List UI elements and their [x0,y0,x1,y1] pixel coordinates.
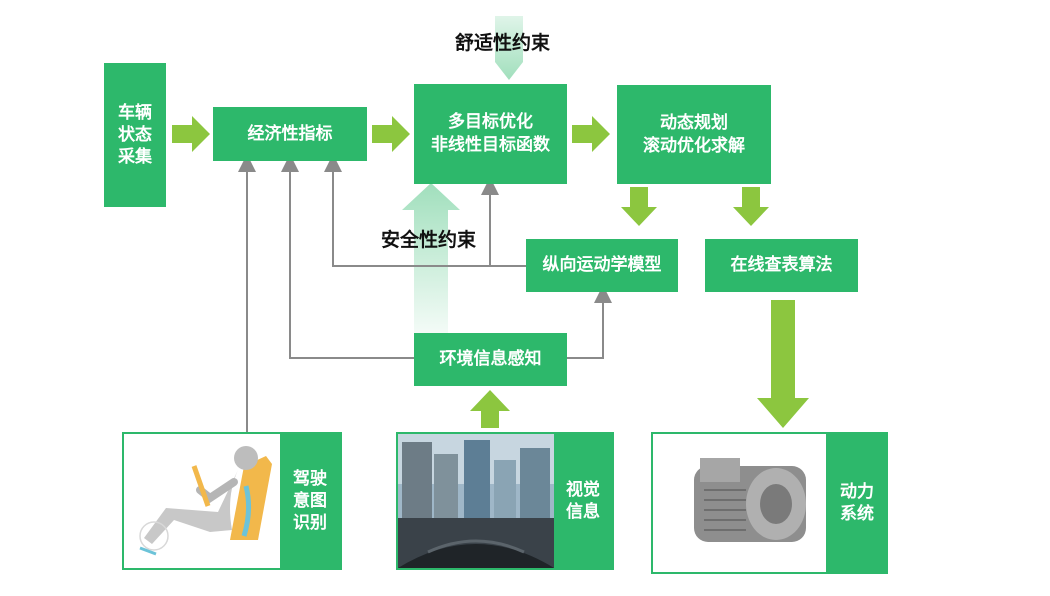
longitudinal-model-box: 纵向运动学模型 [526,239,678,292]
arrow-economy-to-optimization [372,116,410,152]
optimization-line1: 多目标优化 [448,112,533,133]
connector-environment-to-longitudinal [567,285,612,359]
vehicle-state-line3: 采集 [118,147,152,168]
safety-constraint-arrow [402,183,460,335]
connector-longitudinal-to-optimization [481,177,526,267]
connector-longitudinal-to-economy [324,154,526,267]
driver-intent-line2: 意图 [293,490,327,511]
driver-intent-label: 驾驶 意图 识别 [280,434,340,568]
powertrain-line2: 系统 [840,504,874,524]
vision-info-line1: 视觉 [566,479,600,500]
comfort-constraint-label: 舒适性约束 [455,32,551,54]
vision-info-line2: 信息 [566,502,600,522]
safety-constraint-label: 安全性约束 [381,229,477,251]
optimization-box: 多目标优化 非线性目标函数 [414,84,567,184]
vehicle-state-line1: 车辆 [118,102,152,123]
arrow-vehicle-to-economy [172,116,210,152]
dynamic-programming-box: 动态规划 滚动优化求解 [617,85,771,184]
street-view-photo [398,434,554,568]
dp-line2: 滚动优化求解 [643,135,745,156]
arrow-optimization-to-dp [572,116,610,152]
driver-intent-line1: 驾驶 [293,468,327,489]
driver-intent-line3: 识别 [293,513,327,534]
arrow-dp-to-lookup [733,187,769,226]
powertrain-line1: 动力 [840,481,874,502]
electric-motor-illustration [680,440,820,566]
dp-line1: 动态规划 [660,112,728,133]
arrow-lookup-to-powertrain [757,300,809,428]
arrow-dp-to-longitudinal [621,187,657,226]
vehicle-state-line2: 状态 [118,124,152,145]
online-lookup-box: 在线查表算法 [705,239,858,292]
environment-perception-box: 环境信息感知 [414,333,567,386]
connector-environment-to-economy [281,154,414,359]
powertrain-label: 动力 系统 [826,432,888,574]
comfort-constraint-arrow [495,16,523,80]
economy-index-box: 经济性指标 [213,107,367,161]
optimization-line2: 非线性目标函数 [431,135,550,155]
driver-seat-illustration [126,436,278,566]
vehicle-state-box: 车辆 状态 采集 [104,63,166,207]
arrow-vision-to-environment [470,390,510,428]
vision-info-label: 视觉 信息 [554,434,612,568]
